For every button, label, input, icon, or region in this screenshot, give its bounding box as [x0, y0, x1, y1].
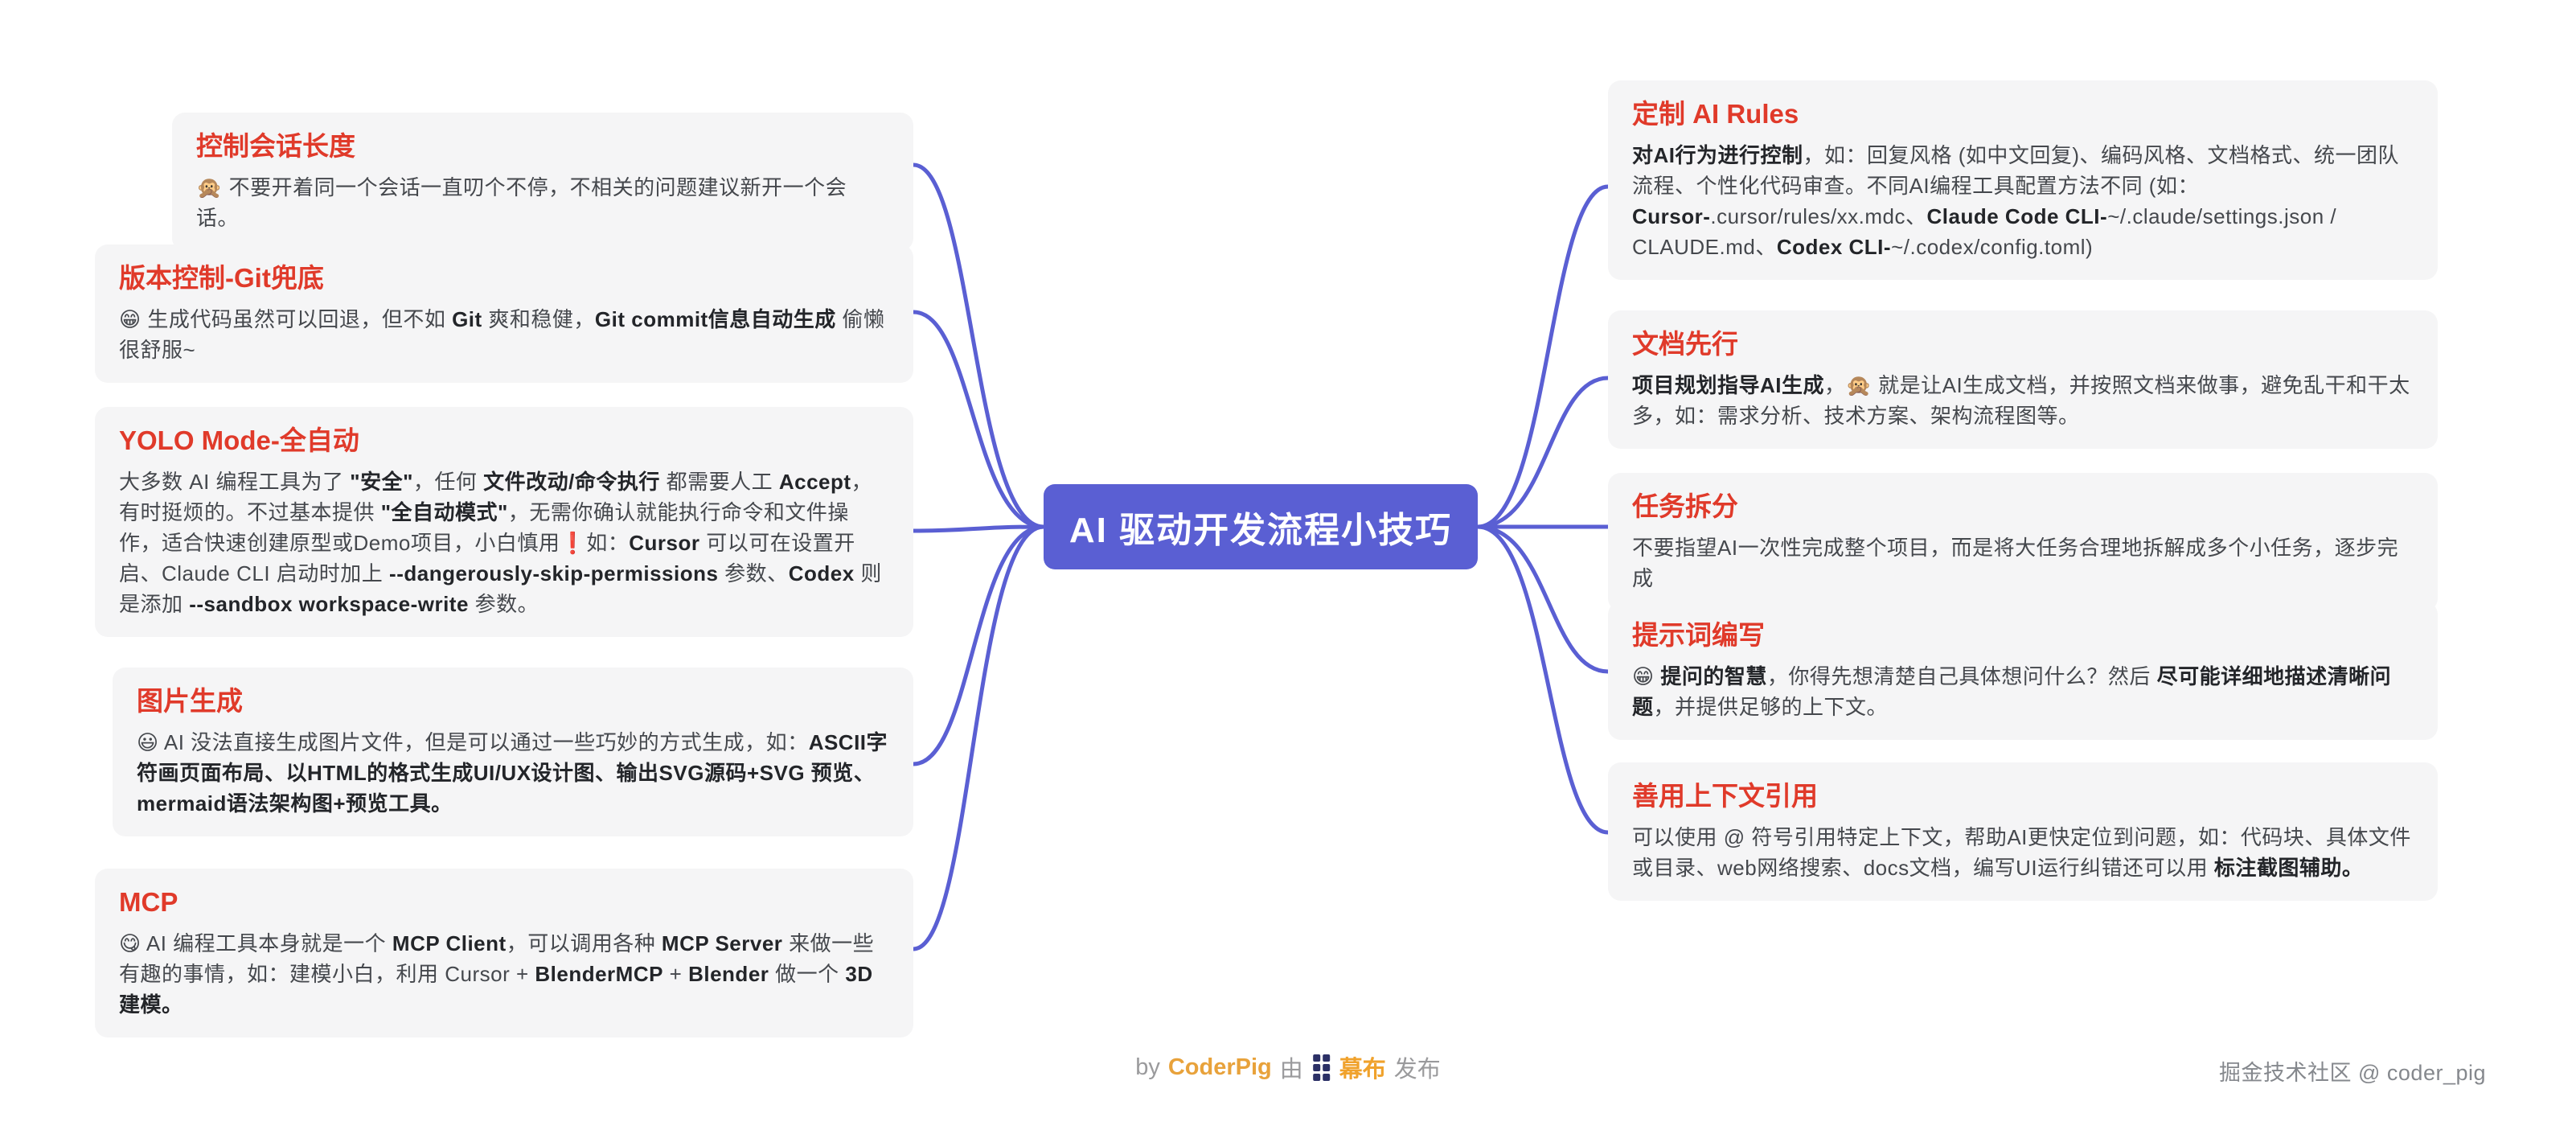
- branch-content: 😁 生成代码虽然可以回退，但不如 Git 爽和稳健，Git commit信息自动…: [119, 307, 885, 362]
- branch-card-yolo-mode[interactable]: YOLO Mode-全自动 大多数 AI 编程工具为了 "安全"，任何 文件改动…: [95, 407, 913, 637]
- branch-content: 🙊 不要开着同一个会话一直叨个不停，不相关的问题建议新开一个会话。: [196, 175, 847, 230]
- footer-publish-label: 发布: [1393, 1057, 1441, 1083]
- branch-card-context-reference[interactable]: 善用上下文引用 可以使用 @ 符号引用特定上下文，帮助AI更快定位到问题，如：代…: [1608, 762, 2438, 901]
- branch-content: 可以使用 @ 符号引用特定上下文，帮助AI更快定位到问题，如：代码块、具体文件或…: [1632, 825, 2411, 880]
- branch-content: 😁 提问的智慧，你得先想清楚自己具体想问什么？然后 尽可能详细地描述清晰问题，并…: [1632, 664, 2392, 719]
- branch-content: 😋 AI 编程工具本身就是一个 MCP Client，可以调用各种 MCP Se…: [119, 931, 875, 1017]
- branch-card-prompt-writing[interactable]: 提示词编写 😁 提问的智慧，你得先想清楚自己具体想问什么？然后 尽可能详细地描述…: [1608, 602, 2438, 740]
- branch-content: 大多数 AI 编程工具为了 "安全"，任何 文件改动/命令执行 都需要人工 Ac…: [119, 470, 882, 616]
- branch-title: MCP: [119, 887, 178, 917]
- branch-card-git-fallback[interactable]: 版本控制-Git兜底 😁 生成代码虽然可以回退，但不如 Git 爽和稳健，Git…: [95, 244, 913, 383]
- footer-platform-link[interactable]: 幕布: [1339, 1057, 1386, 1083]
- branch-card-docs-first[interactable]: 文档先行 项目规划指导AI生成，🙊 就是让AI生成文档，并按照文档来做事，避免乱…: [1608, 310, 2438, 449]
- branch-content: 不要指望AI一次性完成整个项目，而是将大任务合理地拆解成多个小任务，逐步完成: [1632, 536, 2399, 590]
- mubu-logo-icon: [1312, 1054, 1330, 1081]
- branch-card-mcp[interactable]: MCP 😋 AI 编程工具本身就是一个 MCP Client，可以调用各种 MC…: [95, 869, 913, 1037]
- connector-path: [911, 524, 1046, 533]
- connector-path: [1475, 524, 1610, 835]
- branch-title: 控制会话长度: [196, 131, 355, 161]
- central-topic-node[interactable]: AI 驱动开发流程小技巧: [1044, 484, 1478, 569]
- branch-title: 提示词编写: [1632, 620, 1765, 650]
- connector-path: [911, 310, 1046, 529]
- branch-card-task-split[interactable]: 任务拆分 不要指望AI一次性完成整个项目，而是将大任务合理地拆解成多个小任务，逐…: [1608, 473, 2438, 611]
- footer-credit: by CoderPig 由 幕布 发布: [1135, 1050, 1441, 1084]
- connector-path: [911, 162, 1046, 529]
- connector-path: [911, 524, 1046, 766]
- branch-card-image-generation[interactable]: 图片生成 😃 AI 没法直接生成图片文件，但是可以通过一些巧妙的方式生成，如：A…: [113, 668, 913, 836]
- branch-card-ai-rules[interactable]: 定制 AI Rules 对AI行为进行控制，如：回复风格 (如中文回复)、编码风…: [1608, 80, 2438, 280]
- footer-author-link[interactable]: CoderPig: [1167, 1054, 1272, 1080]
- branch-title: 版本控制-Git兜底: [119, 263, 324, 293]
- central-topic-label: AI 驱动开发流程小技巧: [1069, 511, 1453, 550]
- branch-title: 任务拆分: [1632, 491, 1738, 521]
- branch-content: 😃 AI 没法直接生成图片文件，但是可以通过一些巧妙的方式生成，如：ASCII字…: [137, 730, 888, 816]
- footer-by-label: by: [1135, 1054, 1160, 1080]
- connector-path: [911, 524, 1046, 951]
- connector-path: [1475, 376, 1610, 529]
- branch-content: 对AI行为进行控制，如：回复风格 (如中文回复)、编码风格、文档格式、统一团队流…: [1632, 143, 2400, 259]
- branch-title: 图片生成: [137, 686, 243, 716]
- branch-content: 项目规划指导AI生成，🙊 就是让AI生成文档，并按照文档来做事，避免乱干和干太多…: [1632, 373, 2410, 428]
- branch-title: YOLO Mode-全自动: [119, 425, 359, 455]
- connector-path: [1475, 524, 1610, 674]
- connector-path: [1475, 184, 1610, 529]
- branch-title: 善用上下文引用: [1632, 781, 1818, 811]
- branch-card-session-length[interactable]: 控制会话长度 🙊 不要开着同一个会话一直叨个不停，不相关的问题建议新开一个会话。: [172, 113, 913, 251]
- branch-title: 文档先行: [1632, 329, 1738, 359]
- branch-title: 定制 AI Rules: [1632, 99, 1799, 129]
- footer-via-label: 由: [1279, 1057, 1303, 1083]
- juejin-watermark: 掘金技术社区 @ coder_pig: [2219, 1061, 2486, 1085]
